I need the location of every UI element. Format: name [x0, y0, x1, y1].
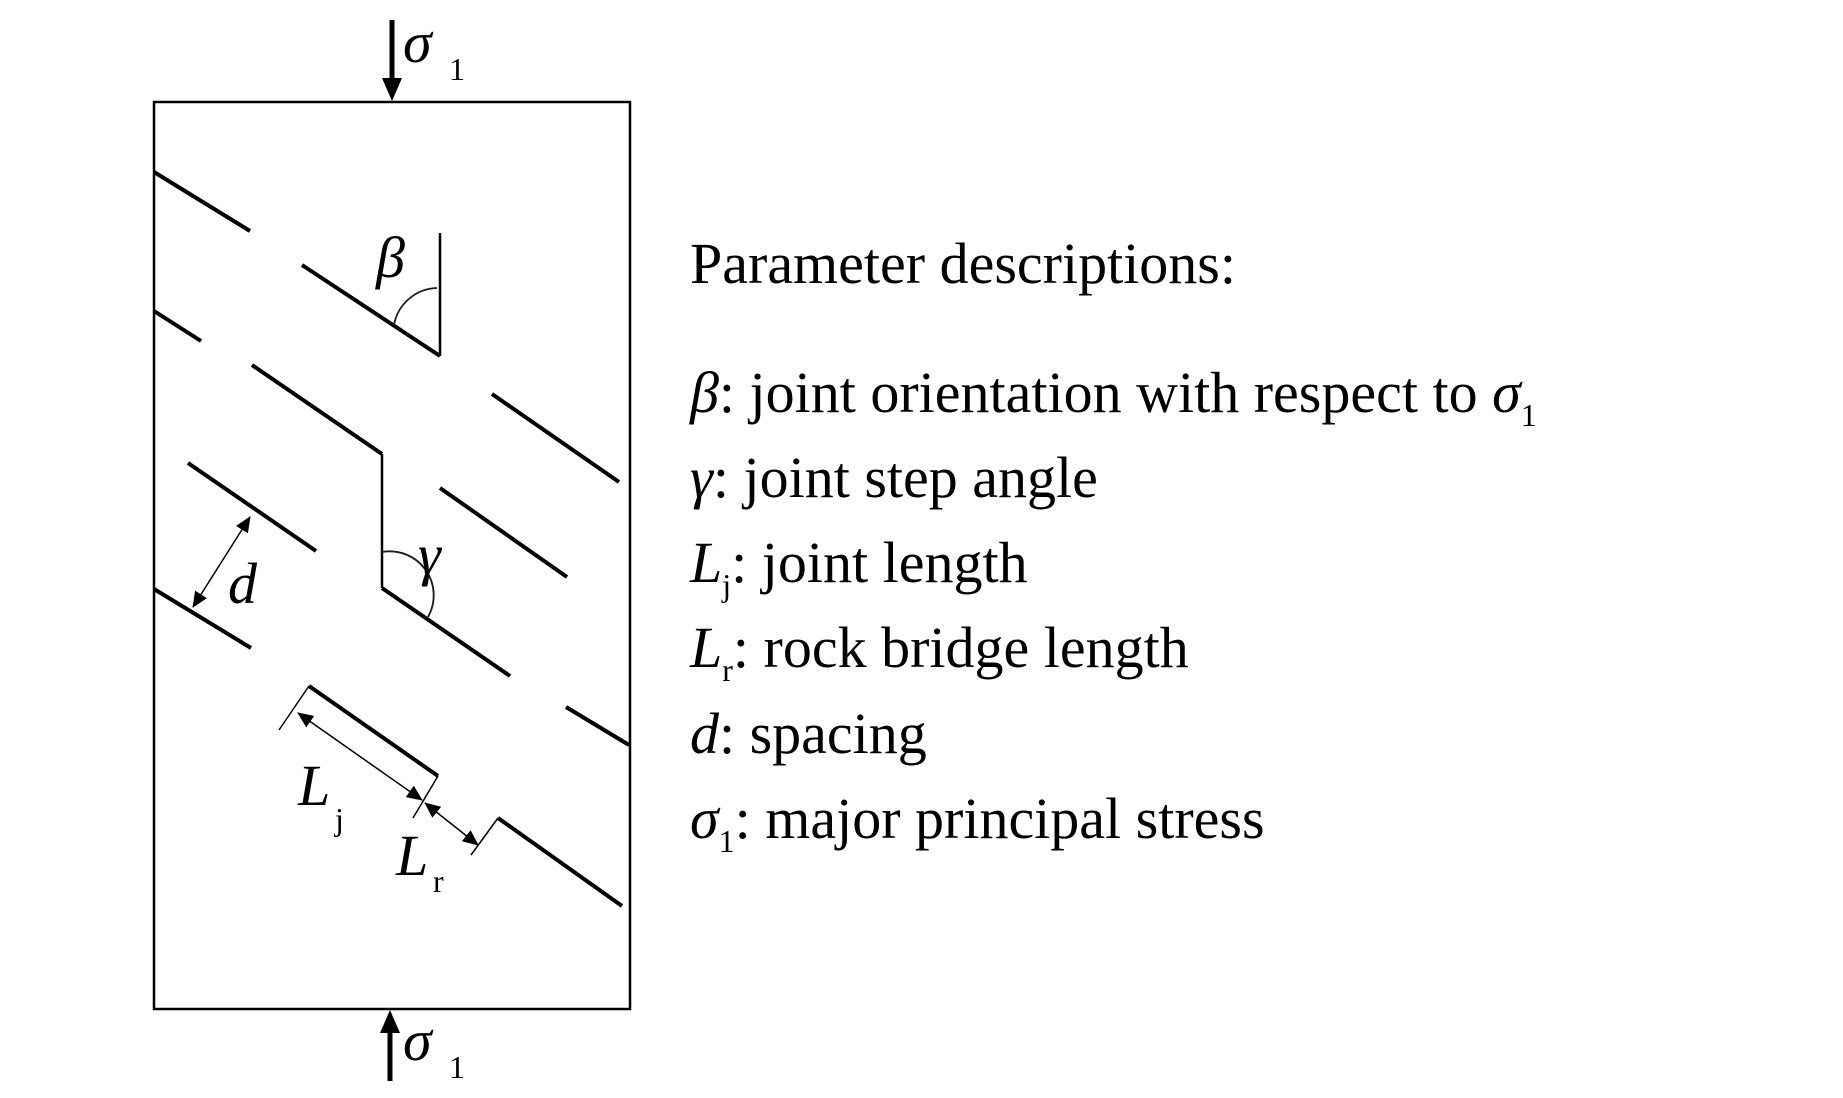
legend-item-beta: β: joint orientation with respect to σ1: [690, 364, 1537, 432]
legend-subscript: 1: [718, 823, 735, 859]
spacing-dimension-arrow: [192, 516, 251, 608]
legend-description: : major principal stress: [734, 786, 1265, 851]
joint: [152, 309, 203, 343]
rock-bridge-dimension-arrow: [424, 802, 479, 846]
sigma-top-label: σ: [403, 10, 434, 75]
beta-angle-arc: [393, 287, 438, 326]
legend-trail-symbol: σ: [1492, 360, 1521, 425]
rock-bridge-length-label: L: [395, 823, 428, 888]
gamma-angle-arc: [381, 550, 435, 618]
joint: [250, 363, 384, 456]
legend-item-gamma: γ: joint step angle: [690, 449, 1098, 507]
joint: [152, 587, 253, 650]
legend-symbol: L: [690, 615, 723, 680]
legend-item-spacing: d: spacing: [690, 705, 927, 763]
legend-description: : spacing: [719, 701, 927, 766]
beta-label: β: [375, 225, 405, 290]
joint: [186, 461, 318, 553]
legend-trail-subscript: 1: [1520, 397, 1537, 433]
joint-length-label: L: [297, 753, 330, 818]
legend-description: : joint orientation with respect to: [718, 360, 1493, 425]
legend-symbol: σ: [690, 786, 719, 851]
legend-symbol: β: [690, 360, 719, 425]
sigma-bottom-label: σ: [403, 1008, 434, 1073]
sigma-bottom-arrow: [380, 1010, 400, 1081]
legend-symbol: γ: [690, 445, 713, 510]
gamma-label: γ: [418, 522, 443, 587]
joint-length-dimension-arrow: [297, 712, 423, 801]
joint: [490, 392, 621, 484]
joint: [438, 486, 569, 579]
sigma-top-subscript: 1: [449, 51, 465, 87]
legend-description: : joint length: [731, 530, 1028, 595]
legend-heading: Parameter descriptions:: [690, 231, 1236, 296]
legend-subscript: r: [722, 652, 733, 688]
specimen-outline: [152, 100, 632, 1011]
joint-set: [152, 170, 631, 908]
legend-item-major-principal-stress: σ1: major principal stress: [690, 790, 1265, 858]
spacing-label: d: [228, 551, 258, 616]
sigma-bottom-subscript: 1: [449, 1049, 465, 1085]
legend-description: : joint step angle: [712, 445, 1098, 510]
dimension-extension-lines: [278, 685, 499, 856]
joint: [152, 170, 252, 233]
joint: [300, 263, 442, 358]
sigma-top-arrow: [382, 20, 402, 101]
joint: [380, 586, 512, 678]
joint-length-subscript: j: [334, 801, 344, 837]
legend-symbol: L: [690, 530, 723, 595]
joint: [496, 816, 624, 908]
legend-item-rock-bridge-length: Lr: rock bridge length: [690, 619, 1189, 687]
legend-item-joint-length: Lj: joint length: [690, 534, 1028, 602]
legend-description: : rock bridge length: [732, 615, 1189, 680]
legend-subscript: j: [722, 567, 732, 603]
legend-symbol: d: [690, 701, 719, 766]
rock-bridge-length-subscript: r: [433, 863, 444, 899]
joint: [564, 705, 631, 747]
